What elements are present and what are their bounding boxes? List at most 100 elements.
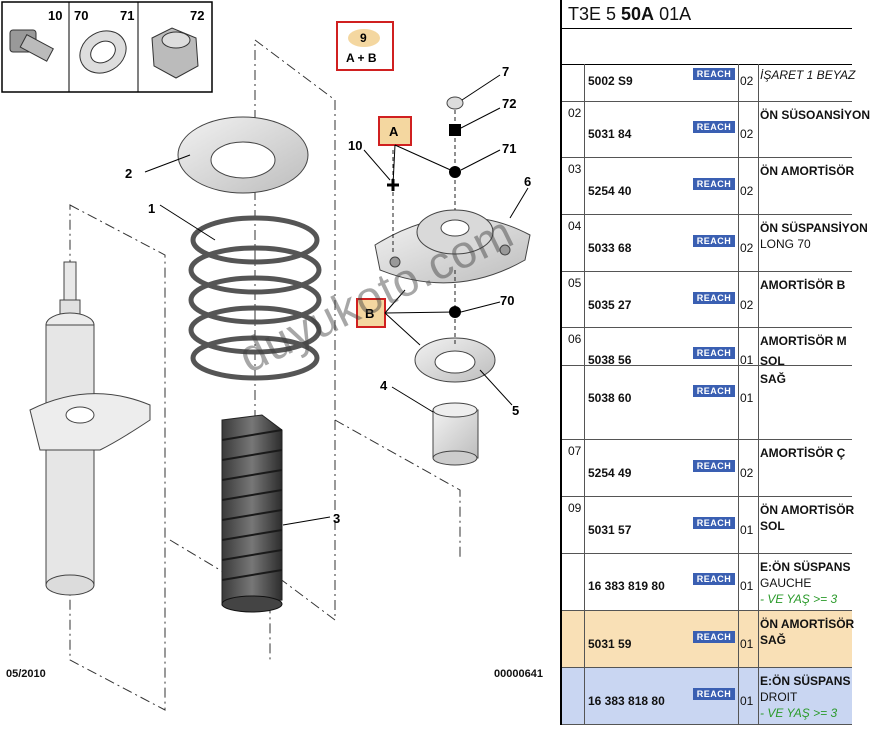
part-description: - VE YAŞ >= 3	[760, 706, 838, 720]
reach-badge: REACH	[693, 631, 735, 643]
part-description: SAĞ	[760, 633, 787, 647]
dust-cap-part	[446, 96, 464, 110]
part-reference[interactable]: 5002 S9	[588, 74, 633, 88]
part-description: E:ÖN SÜSPANS	[760, 674, 851, 688]
part-description: GAUCHE	[760, 576, 812, 590]
part-reference[interactable]: 16 383 819 80	[588, 579, 665, 593]
quantity: 02	[740, 184, 754, 198]
callout-70: 70	[500, 293, 514, 308]
small-part-72: 72	[190, 8, 204, 23]
quantity: 02	[740, 466, 754, 480]
parts-row[interactable]: 16 383 819 80 REACH 01 E:ÖN SÜSPANS GAUCHE - …	[562, 554, 852, 611]
callout-1: 1	[148, 201, 155, 216]
part-description: - VE YAŞ >= 3	[760, 592, 838, 606]
reach-badge: REACH	[693, 121, 735, 133]
quantity: 01	[740, 391, 754, 405]
nut-part	[151, 27, 199, 79]
parts-diagram: 10 70 71 72	[1, 1, 543, 711]
part-description: AMORTİSÖR Ç	[760, 446, 846, 460]
column-divider	[584, 64, 585, 725]
quantity: 02	[740, 127, 754, 141]
reach-badge: REACH	[693, 68, 735, 80]
label-a: A	[389, 124, 399, 139]
diagram-date: 05/2010	[6, 668, 46, 680]
bolt-part	[9, 29, 54, 62]
column-divider	[758, 64, 759, 725]
group-number: 04	[568, 219, 582, 233]
reach-badge: REACH	[693, 178, 735, 190]
group-number: 09	[568, 501, 582, 515]
quantity: 01	[740, 694, 754, 708]
callout-71: 71	[502, 141, 516, 156]
reach-badge: REACH	[693, 385, 735, 397]
part-description: ÖN SÜSPANSİYON	[760, 221, 868, 235]
label-leaders	[384, 144, 456, 346]
reach-badge: REACH	[693, 460, 735, 472]
kit-box-9	[336, 21, 394, 71]
marker-72	[449, 124, 461, 136]
small-parts-box	[1, 1, 213, 93]
reach-badge: REACH	[693, 573, 735, 585]
part-reference[interactable]: 5035 27	[588, 298, 632, 312]
quantity: 01	[740, 523, 754, 537]
part-description: ÖN AMORTİSÖR	[760, 164, 855, 178]
parts-row[interactable]: 5038 60 REACH 01 SAĞ	[562, 366, 852, 440]
kit-box-text: A + B	[346, 51, 377, 65]
quantity: 02	[740, 241, 754, 255]
callout-5: 5	[512, 403, 519, 418]
part-reference[interactable]: 5038 60	[588, 391, 632, 405]
coil-spring-part	[188, 215, 322, 381]
quantity: 01	[740, 579, 754, 593]
part-reference[interactable]: 5031 57	[588, 523, 632, 537]
small-part-71: 71	[120, 8, 134, 23]
part-reference[interactable]: 5254 40	[588, 184, 632, 198]
part-reference[interactable]: 16 383 818 80	[588, 694, 665, 708]
bellows-boot-part	[221, 414, 283, 613]
callout-72: 72	[502, 96, 516, 111]
part-reference[interactable]: 5033 68	[588, 241, 632, 255]
callout-3: 3	[333, 511, 340, 526]
washer-part	[79, 30, 127, 74]
part-reference[interactable]: 5031 84	[588, 127, 632, 141]
part-description: SOL	[760, 354, 785, 368]
callout-6: 6	[524, 174, 531, 189]
part-description: SAĞ	[760, 372, 787, 386]
header-code: T3E 5 50A 01A	[568, 4, 692, 24]
quantity: 02	[740, 298, 754, 312]
spring-seat-part	[177, 116, 309, 194]
part-description: AMORTİSÖR B	[760, 278, 846, 292]
part-description: ÖN AMORTİSÖR	[760, 503, 855, 517]
part-description: SOL	[760, 519, 785, 533]
reach-badge: REACH	[693, 688, 735, 700]
group-number: 02	[568, 106, 582, 120]
quantity: 01	[740, 353, 754, 367]
label-b-box	[356, 298, 386, 328]
small-part-70: 70	[74, 8, 88, 23]
diagram-svg: 10 70 71 72	[1, 1, 531, 711]
part-reference[interactable]: 5038 56	[588, 353, 632, 367]
part-reference[interactable]: 5031 59	[588, 637, 632, 651]
parts-row[interactable]: 02 5031 84 REACH 02 ÖN SÜSOANSİYON	[562, 102, 870, 158]
part-description: LONG 70	[760, 237, 811, 251]
part-description: ÖN AMORTİSÖR	[760, 617, 855, 631]
bump-stop-part	[432, 402, 479, 466]
part-description: ÖN SÜSOANSİYON	[760, 108, 870, 122]
kit-box-number: 9	[360, 31, 367, 45]
strut-assembly	[29, 261, 151, 596]
reach-badge: REACH	[693, 347, 735, 359]
part-description: E:ÖN SÜSPANS	[760, 560, 851, 574]
label-b: B	[365, 306, 374, 321]
group-number: 06	[568, 332, 582, 346]
header-spacer	[562, 28, 852, 65]
part-reference[interactable]: 5254 49	[588, 466, 632, 480]
callout-7: 7	[502, 64, 509, 79]
